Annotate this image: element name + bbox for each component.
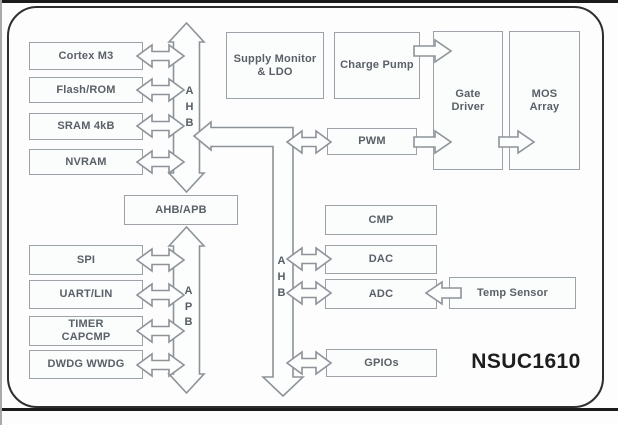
block-gpios: GPIOs	[326, 349, 437, 377]
part-number: NSUC1610	[471, 350, 581, 373]
block-label: Charge Pump	[340, 59, 414, 72]
block-pwm: PWM	[327, 128, 417, 155]
block-charge-pump: Charge Pump	[334, 32, 420, 99]
left-border-line	[0, 0, 2, 425]
block-label: SPI	[76, 253, 96, 266]
block-label: MOS	[531, 87, 558, 100]
block-mos-array: MOS Array	[509, 31, 580, 170]
block-label: CMP	[368, 213, 394, 226]
block-label: TIMER	[68, 318, 104, 331]
block-label: GPIOs	[364, 356, 399, 369]
block-label: SRAM 4kB	[57, 120, 115, 133]
block-nvram: NVRAM	[29, 149, 143, 175]
block-label: Array	[529, 100, 560, 113]
block-uart-lin: UART/LIN	[29, 280, 143, 309]
block-label: DAC	[368, 253, 394, 266]
apb-bus-letter: A	[184, 285, 193, 297]
block-ahb-apb-bridge: AHB/APB	[124, 195, 238, 225]
block-cmp: CMP	[325, 205, 437, 235]
block-label: Supply Monitor	[233, 52, 317, 65]
block-label: NVRAM	[65, 155, 107, 168]
block-label: Driver	[451, 100, 485, 113]
block-flash-rom: Flash/ROM	[29, 77, 143, 103]
ahb-bus-letter: H	[185, 101, 194, 113]
block-supply-monitor-ldo: Supply Monitor & LDO	[226, 32, 324, 99]
block-label: UART/LIN	[59, 288, 113, 301]
block-spi: SPI	[29, 245, 143, 275]
block-label: ADC	[368, 287, 394, 300]
block-timer-capcmp: TIMER CAPCMP	[29, 316, 143, 346]
ahb-branch-bus-letter: A	[277, 255, 286, 267]
ahb-branch-bus-letter: H	[277, 271, 286, 283]
block-label: & LDO	[257, 65, 293, 78]
block-label: Temp Sensor	[476, 286, 549, 299]
bottom-border-line	[0, 408, 618, 411]
block-cortex-m3: Cortex M3	[29, 42, 143, 70]
block-label: AHB/APB	[155, 203, 207, 216]
block-label: PWM	[358, 135, 386, 148]
apb-bus-letter: B	[184, 316, 193, 328]
block-label: Gate	[455, 87, 481, 100]
apb-bus-letter: P	[184, 301, 193, 313]
block-dac: DAC	[325, 245, 437, 274]
block-label: CAPCMP	[61, 331, 111, 343]
block-label: DWDG WWDG	[47, 358, 125, 371]
ahb-branch-bus-letter: B	[277, 287, 286, 299]
block-gate-driver: Gate Driver	[433, 31, 503, 170]
block-temp-sensor: Temp Sensor	[449, 277, 576, 309]
block-adc: ADC	[325, 279, 437, 309]
top-border-line	[0, 0, 618, 3]
ahb-bus-letter: A	[185, 85, 194, 97]
block-label: Cortex M3	[58, 49, 114, 62]
block-sram: SRAM 4kB	[29, 113, 143, 140]
block-label: Flash/ROM	[56, 83, 116, 96]
ahb-bus-letter: B	[185, 117, 194, 129]
chip-outline	[7, 6, 604, 408]
block-dwdg-wwdg: DWDG WWDG	[29, 350, 143, 379]
